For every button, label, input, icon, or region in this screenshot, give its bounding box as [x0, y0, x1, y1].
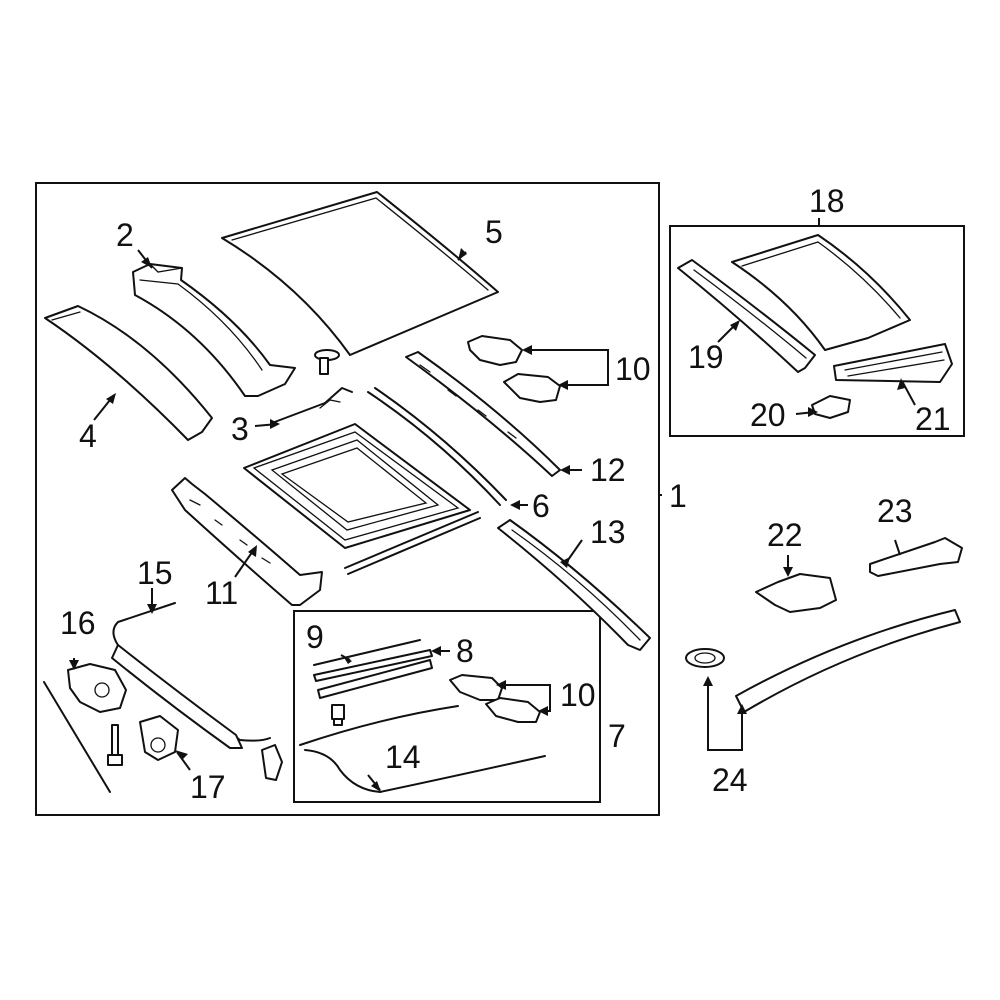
callout-21: 21 — [915, 401, 951, 437]
bolt — [107, 724, 123, 766]
part-2-front-block — [132, 263, 296, 397]
part-24-molding — [735, 609, 961, 713]
callout-7: 7 — [608, 718, 626, 754]
callout-13: 13 — [590, 514, 626, 550]
part-22-bracket — [755, 573, 837, 613]
callout-15: 15 — [137, 555, 173, 591]
part-3-cable — [271, 387, 353, 424]
callout-4: 4 — [79, 418, 97, 454]
part-8-strip — [313, 649, 433, 699]
callout-12: 12 — [590, 452, 626, 488]
callout-11: 11 — [205, 575, 238, 611]
front-seal-strip — [344, 511, 481, 575]
callout-3: 3 — [231, 411, 249, 447]
callout-6: 6 — [532, 488, 550, 524]
part-16-motor — [67, 663, 127, 713]
callout-10b: 10 — [560, 677, 596, 713]
main-assembly-frame — [35, 182, 660, 816]
callout-2: 2 — [116, 217, 134, 253]
callout-1: 1 — [669, 478, 687, 514]
callout-5: 5 — [485, 214, 503, 250]
clip — [261, 744, 283, 781]
callout-20: 20 — [750, 397, 786, 433]
callout-8: 8 — [456, 633, 474, 669]
part-9-strip — [313, 639, 421, 666]
part-24-grommet — [685, 648, 725, 668]
sub-assembly-7-frame — [293, 610, 601, 803]
part-10-bracket-lower — [449, 674, 541, 723]
drain-rod — [43, 681, 111, 793]
part-23-cover — [869, 537, 963, 577]
callout-10a: 10 — [615, 351, 651, 387]
callout-18: 18 — [809, 183, 845, 219]
part-18-panel — [731, 234, 911, 351]
callout-22: 22 — [767, 517, 803, 553]
part-19-rail — [677, 259, 816, 373]
part-7-pin — [331, 704, 345, 726]
part-21-rail — [833, 343, 953, 383]
callout-14: 14 — [385, 739, 421, 775]
sunroof-frame — [243, 423, 471, 549]
part-4-deflector-panel — [44, 305, 213, 441]
part-15-drive-cable — [111, 602, 271, 749]
sub-assembly-18-frame — [669, 225, 965, 437]
callout-24: 24 — [712, 762, 748, 798]
part-17-sensor — [139, 715, 179, 761]
part-12-right-rail — [405, 351, 561, 477]
callout-23: 23 — [877, 493, 913, 529]
arrowheads — [69, 248, 905, 792]
callout-19: 19 — [688, 339, 724, 375]
callout-16: 16 — [60, 605, 96, 641]
callout-9: 9 — [306, 619, 324, 655]
part-20-clip — [811, 395, 851, 419]
part-11-left-rail — [171, 477, 323, 606]
callouts: 1 2 3 4 5 6 7 8 9 10 10 11 12 13 14 15 1… — [60, 183, 951, 805]
part-10-bracket-upper — [467, 335, 561, 403]
part-5-glass-panel — [221, 191, 499, 356]
part-14-seal — [299, 705, 546, 793]
callout-17: 17 — [190, 769, 226, 805]
screw-fastener — [314, 349, 340, 375]
part-6-seal-strip — [367, 387, 507, 506]
part-13-long-rail — [497, 519, 651, 651]
